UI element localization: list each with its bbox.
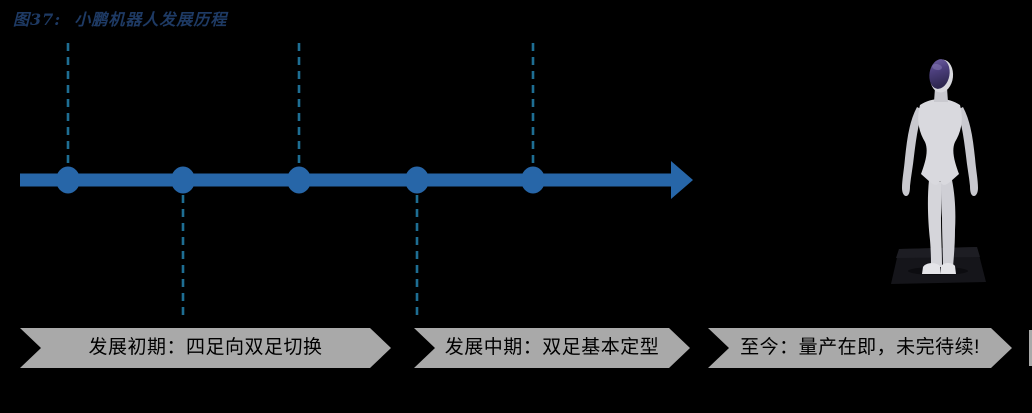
robot-leg-right (941, 180, 956, 267)
timeline-milestone-dot-3 (287, 166, 311, 194)
stage-banner-label: 发展初期：四足向双足切换 (88, 337, 323, 358)
stage-banner-label: 发展中期：双足基本定型 (444, 337, 660, 358)
timeline-milestone-dot-5 (521, 166, 545, 194)
figure-title: 图37: 小鹏机器人发展历程 (13, 10, 228, 29)
timeline-milestone-dot-1 (56, 166, 80, 194)
stage-banner-label: 至今：量产在即，未完待续! (740, 337, 980, 358)
milestone-dashed-connectors-up (66, 43, 535, 166)
timeline-milestone-dot-4 (405, 166, 429, 194)
robot-foot-left (922, 263, 941, 274)
stage-banner-now: 至今：量产在即，未完待续! (708, 328, 1012, 368)
robot-foot-right (941, 263, 956, 274)
stage-banner-mid: 发展中期：双足基本定型 (414, 328, 690, 368)
stage-banner-partial-edge (1029, 330, 1032, 366)
robot-leg-left (927, 180, 942, 267)
robot-photo (891, 59, 986, 284)
robot-visor-highlight (932, 63, 942, 71)
stage-banner-early: 发展初期：四足向双足切换 (20, 328, 391, 368)
timeline-arrowhead-icon (671, 161, 693, 199)
timeline-milestone-dots (56, 166, 545, 194)
timeline-milestone-dot-2 (171, 166, 195, 194)
robot-arm-right (957, 107, 978, 196)
robot-arm-left (902, 107, 923, 196)
milestone-dashed-connectors-down (181, 195, 419, 316)
robot-torso (918, 99, 962, 185)
